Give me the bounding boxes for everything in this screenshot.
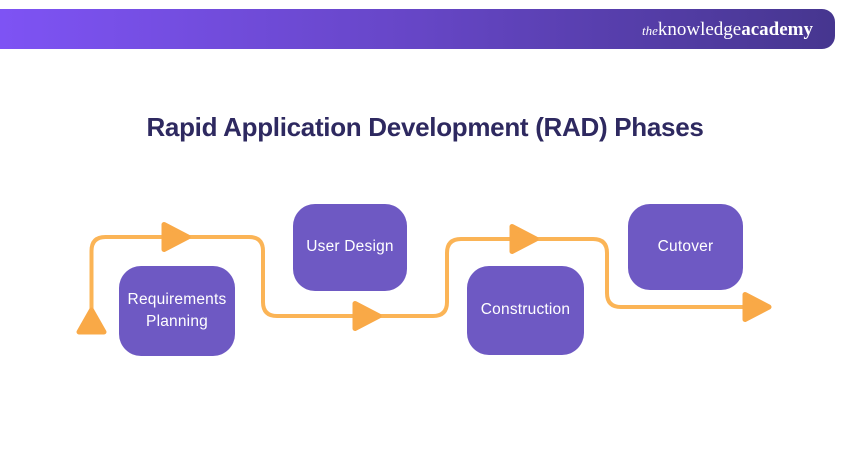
connector-path [89, 235, 764, 326]
logo-the: the [641, 22, 658, 38]
brand-banner: theknowledgeacademy [0, 9, 835, 49]
knowledge-academy-logo: theknowledgeacademy [642, 20, 813, 39]
phase-box-user-design: User Design [293, 204, 407, 291]
phase-label: Requirements Planning [127, 290, 227, 330]
phase-label: Cutover [657, 237, 714, 255]
logo-academy: academy [741, 18, 813, 40]
arrow-right-3-icon [509, 224, 539, 254]
logo-knowledge: knowledge [657, 18, 742, 40]
page-title: Rapid Application Development (RAD) Phas… [146, 112, 704, 142]
phase-box-construction: Construction [467, 266, 584, 355]
phase-label: Construction [480, 301, 571, 319]
arrow-right-1-icon [161, 222, 191, 252]
phase-label: User Design [306, 238, 394, 256]
phase-box-requirements-planning: Requirements Planning [119, 266, 235, 356]
arrow-right-end-icon [742, 292, 772, 322]
arrow-right-2-icon [352, 301, 382, 331]
arrow-up-start-icon [76, 307, 107, 335]
phase-box-cutover: Cutover [628, 204, 743, 290]
